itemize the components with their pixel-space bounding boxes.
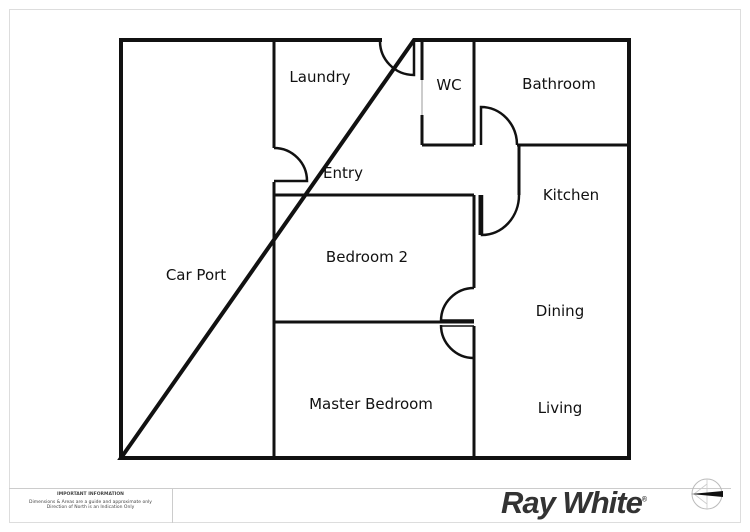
room-label-wc: WC: [436, 76, 462, 94]
bedroom2-door: [439, 286, 475, 322]
room-label-master-bedroom: Master Bedroom: [309, 395, 433, 413]
ray-white-logo: Ray White®: [501, 485, 671, 523]
info-line: Direction of North is an Indication Only: [46, 505, 135, 510]
page-frame: [9, 9, 741, 523]
room-label-kitchen: Kitchen: [542, 186, 600, 204]
important-information: IMPORTANT INFORMATION Dimensions & Areas…: [9, 489, 173, 523]
logo-text: Ray White: [501, 485, 643, 520]
room-label-living: Living: [537, 399, 583, 417]
kitchen-door: [480, 194, 521, 237]
room-label-laundry: Laundry: [289, 68, 351, 86]
room-label-dining: Dining: [535, 302, 585, 320]
info-line: Dimensions & Areas are a guide and appro…: [29, 500, 152, 505]
footer: IMPORTANT INFORMATION Dimensions & Areas…: [9, 485, 731, 523]
room-label-entry: Entry: [323, 164, 363, 182]
room-label-bathroom: Bathroom: [522, 75, 596, 93]
bedroom-door-leaf: [441, 319, 474, 327]
master-bedroom-door: [439, 324, 476, 360]
registered-mark: ®: [641, 496, 647, 504]
north-arrow-icon: [691, 478, 723, 510]
bathroom-door: [479, 105, 519, 146]
outer-wall: [117, 38, 631, 460]
room-label-car-port: Car Port: [165, 266, 227, 284]
laundry-door: [378, 39, 416, 77]
info-title: IMPORTANT INFORMATION: [57, 492, 124, 497]
room-label-bedroom-2: Bedroom 2: [325, 248, 409, 266]
entry-door: [273, 146, 309, 183]
